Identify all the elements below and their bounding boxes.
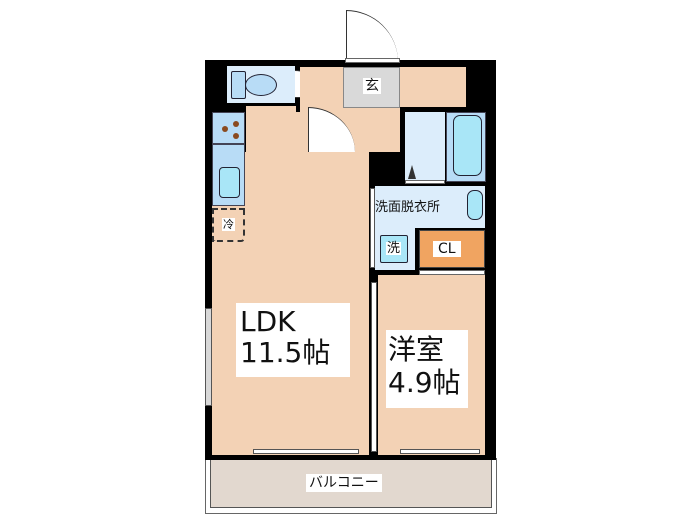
burner-icon: [222, 126, 228, 132]
washbasin-icon: [467, 190, 483, 220]
closet-label: CL: [433, 241, 461, 257]
washing-machine-label: 洗: [386, 241, 402, 256]
ldk-side-window: [205, 308, 212, 406]
bathtub-icon: [453, 115, 482, 176]
refrigerator-label: 冷: [222, 218, 235, 231]
western-balcony-window: [400, 449, 480, 454]
sink-icon: [219, 167, 240, 198]
western-room-label: 洋室 4.9帖: [386, 330, 468, 408]
bath-door-sill: [405, 180, 445, 184]
front-door-sill: [345, 58, 400, 63]
western-room-door: [371, 282, 377, 452]
burner-icon: [233, 133, 239, 139]
washroom-label: 洗面脱衣所: [374, 200, 442, 215]
entrance-label: 玄: [363, 78, 381, 94]
balcony-label: バルコニー: [306, 474, 382, 492]
closet-door-track: [419, 270, 485, 275]
stove-counter: [212, 112, 245, 144]
front-door-icon[interactable]: [346, 10, 398, 62]
hallway-storage: [400, 67, 466, 107]
ldk-label: LDK 11.5帖: [236, 303, 350, 377]
ldk-name: LDK: [240, 305, 296, 338]
ldk-size: 11.5帖: [240, 336, 331, 369]
refrigerator-space: [212, 208, 245, 242]
toilet-bowl-icon: [245, 74, 277, 96]
ldk-upper: [246, 106, 296, 156]
western-room-size: 4.9帖: [388, 366, 461, 399]
washing-machine-space: [380, 235, 408, 263]
western-room-name: 洋室: [388, 333, 445, 366]
bath-door-icon: [408, 165, 416, 179]
toilet-tank-icon: [231, 71, 246, 99]
ldk-balcony-window: [253, 449, 359, 454]
washroom-sliding-door: [370, 188, 375, 268]
western-room-top-strip: [378, 275, 485, 285]
burner-icon: [233, 121, 239, 127]
